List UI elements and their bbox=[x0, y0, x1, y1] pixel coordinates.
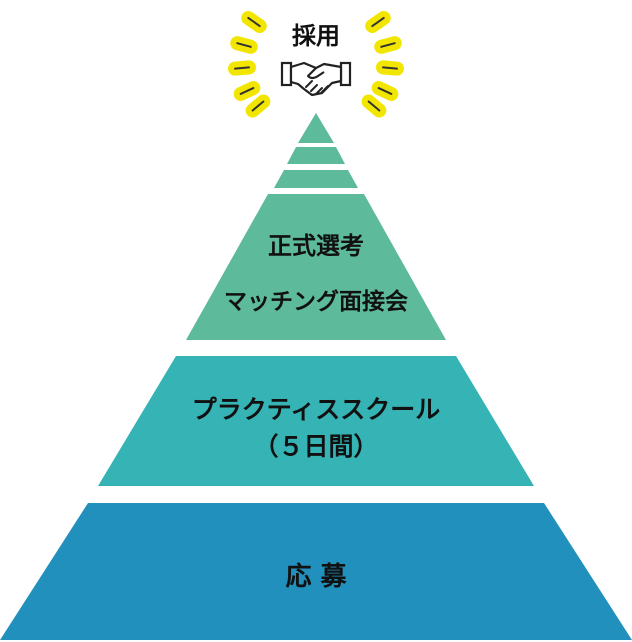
pyramid-apex bbox=[298, 113, 334, 143]
pyramid-stripe-2 bbox=[274, 170, 358, 188]
burst-ray bbox=[230, 36, 258, 54]
pyramid-stripe-1 bbox=[287, 147, 345, 164]
selection-label-line-2: マッチング面接会 bbox=[224, 288, 408, 315]
burst-ray bbox=[233, 81, 261, 101]
pyramid-tier-practice-school bbox=[98, 356, 534, 486]
practice-school-label-line-1: プラクティススクール bbox=[192, 395, 441, 424]
burst-ray bbox=[371, 81, 399, 101]
burst-ray bbox=[365, 10, 391, 34]
burst-rays bbox=[228, 10, 404, 118]
selection-label-line-1: 正式選考 bbox=[268, 232, 364, 260]
burst-ray bbox=[376, 60, 404, 76]
burst-ray bbox=[245, 94, 271, 118]
practice-school-label-line-2: （５日間） bbox=[253, 432, 378, 461]
burst-ray bbox=[361, 94, 387, 118]
burst-ray bbox=[228, 60, 256, 76]
handshake-icon bbox=[280, 61, 352, 97]
application-label: 応 募 bbox=[285, 561, 347, 592]
pyramid-tier-application bbox=[0, 503, 632, 640]
burst-ray bbox=[241, 10, 267, 34]
hired-label: 採用 bbox=[292, 22, 340, 50]
pyramid-tier-selection bbox=[186, 194, 446, 340]
burst-ray bbox=[374, 36, 402, 54]
